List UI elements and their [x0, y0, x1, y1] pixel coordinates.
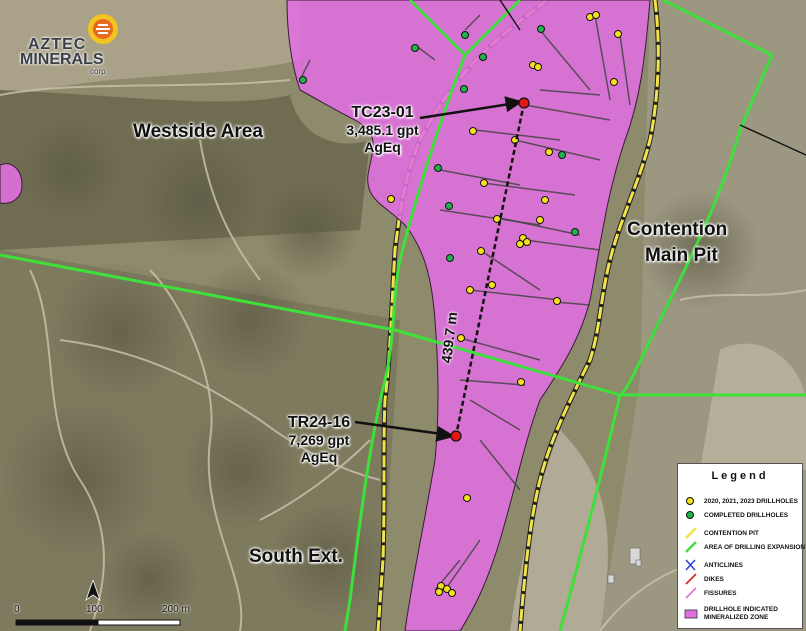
callout-tc23-01-hole: TC23-01	[351, 104, 414, 121]
callout-arrows	[354, 96, 523, 442]
green-line-icon	[685, 541, 697, 553]
legend-item-dikes: DIKES	[684, 572, 724, 586]
legend-label: AREA OF DRILLING EXPANSION	[704, 543, 806, 551]
scale-mid: 100	[86, 604, 103, 615]
legend-label: DRILLHOLE INDICATED MINERALIZED ZONE	[704, 606, 778, 622]
completed-drillholes	[299, 25, 579, 262]
logo-line1: AZTEC	[28, 36, 87, 53]
legend-label: 2020, 2021, 2023 DRILLHOLES	[704, 497, 798, 505]
legend-label: ANTICLINES	[704, 561, 743, 569]
legend-item-zone: DRILLHOLE INDICATED MINERALIZED ZONE	[684, 604, 778, 624]
company-logo: AZTEC MINERALS corp.	[20, 12, 130, 78]
legend-item-drillholes: 2020, 2021, 2023 DRILLHOLES	[684, 494, 798, 508]
green-dot-icon	[686, 511, 694, 519]
legend-label: COMPLETED DRILLHOLES	[704, 511, 789, 519]
terrain-east-pad	[700, 343, 806, 470]
callout-tc23-01: TC23-01 3,485.1 gpt AgEq	[340, 104, 425, 156]
label-south-ext: South Ext.	[249, 546, 343, 567]
north-arrow-icon	[85, 580, 101, 602]
legend-label: FISSURES	[704, 589, 737, 597]
legend-item-fissures: FISSURES	[684, 586, 737, 600]
pink-line-icon	[685, 587, 697, 599]
label-contention-line1: Contention	[627, 219, 728, 240]
legend-item-expansion: AREA OF DRILLING EXPANSION	[684, 540, 805, 554]
scale-zero: 0	[14, 604, 20, 615]
dike-lines	[499, 0, 806, 156]
legend-title: Legend	[711, 470, 769, 482]
legend-label-line2: MINERALIZED ZONE	[704, 614, 769, 621]
scale-bar-graphic	[15, 580, 181, 626]
distance-line	[454, 102, 526, 437]
legend-label: DIKES	[704, 575, 724, 583]
logo-line3: corp.	[90, 67, 108, 76]
label-contention-line2: Main Pit	[645, 245, 718, 266]
yellow-dot-icon	[686, 497, 694, 505]
callout-tr24-16-grade: 7,269 gpt	[288, 432, 350, 448]
yellow-line-icon	[685, 527, 697, 539]
hole-tc23-01-marker[interactable]	[518, 97, 530, 109]
legend-panel: Legend 2020, 2021, 2023 DRILLHOLES COMPL…	[677, 463, 805, 629]
dirt-roads	[0, 79, 806, 631]
callout-tc23-01-unit: AgEq	[364, 139, 401, 155]
hole-tr24-16-marker[interactable]	[450, 430, 462, 442]
legend-label: CONTENTION PIT	[704, 529, 759, 537]
terrain-north-flat	[0, 0, 300, 100]
label-westside-area: Westside Area	[133, 121, 263, 142]
legend-label-line1: DRILLHOLE INDICATED	[704, 606, 778, 613]
sun-logo-icon	[88, 14, 118, 44]
scale-bar: 0 100 200 m	[14, 580, 224, 630]
pink-area-icon	[684, 609, 698, 619]
callout-tc23-01-grade: 3,485.1 gpt	[346, 122, 419, 138]
legend-item-pit: CONTENTION PIT	[684, 526, 759, 540]
legend-item-anticlines: ANTICLINES	[684, 558, 743, 572]
buildings	[607, 547, 642, 584]
callout-tr24-16-unit: AgEq	[300, 449, 338, 465]
callout-tr24-16: TR24-16 7,269 gpt AgEq	[278, 414, 360, 466]
callout-tr24-16-hole: TR24-16	[287, 414, 351, 431]
scale-end: 200 m	[162, 604, 190, 615]
drillholes-2020-2023	[387, 11, 622, 597]
red-line-icon	[685, 573, 697, 585]
legend-item-completed: COMPLETED DRILLHOLES	[684, 508, 788, 522]
logo-line2: MINERALS	[20, 51, 104, 68]
terrain-pit-floor	[510, 430, 608, 631]
blue-cross-icon	[685, 559, 696, 571]
